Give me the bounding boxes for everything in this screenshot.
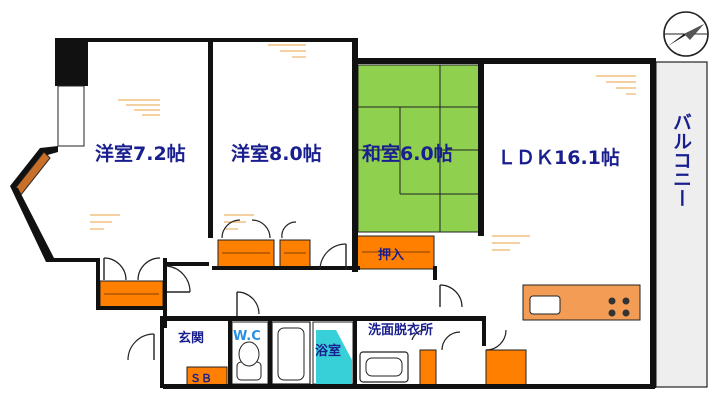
room-label-ldk: ＬＤＫ16.1帖 bbox=[497, 146, 620, 169]
toilet-fixture bbox=[231, 321, 269, 385]
walls bbox=[10, 38, 656, 389]
room-label-japanese-6-0: 和室6.0帖 bbox=[362, 142, 453, 165]
storage-hatching bbox=[104, 251, 430, 295]
floor-direction-marks bbox=[90, 44, 636, 251]
room-label-toilet: W.C bbox=[233, 329, 261, 344]
kitchen-counter bbox=[522, 284, 641, 321]
bathtub bbox=[271, 321, 311, 385]
room-label-western-7-2: 洋室7.2帖 bbox=[95, 142, 186, 165]
room-label-balcony: バルコニー bbox=[670, 112, 692, 207]
doors bbox=[103, 219, 507, 361]
room-label-closet: 押入 bbox=[378, 247, 404, 263]
compass-north-arrow-icon bbox=[663, 11, 709, 57]
room-label-entrance: 玄関 bbox=[178, 330, 204, 346]
room-label-bathroom: 浴室 bbox=[315, 343, 341, 359]
tatami-floor bbox=[357, 64, 483, 233]
room-label-shoe-box: ＳＢ bbox=[190, 372, 212, 385]
room-label-washroom: 洗面脱衣所 bbox=[368, 322, 433, 338]
balcony bbox=[653, 61, 708, 388]
washbasin bbox=[359, 351, 409, 383]
room-label-western-8-0: 洋室8.0帖 bbox=[231, 142, 322, 165]
closet-oshiire bbox=[356, 235, 435, 270]
